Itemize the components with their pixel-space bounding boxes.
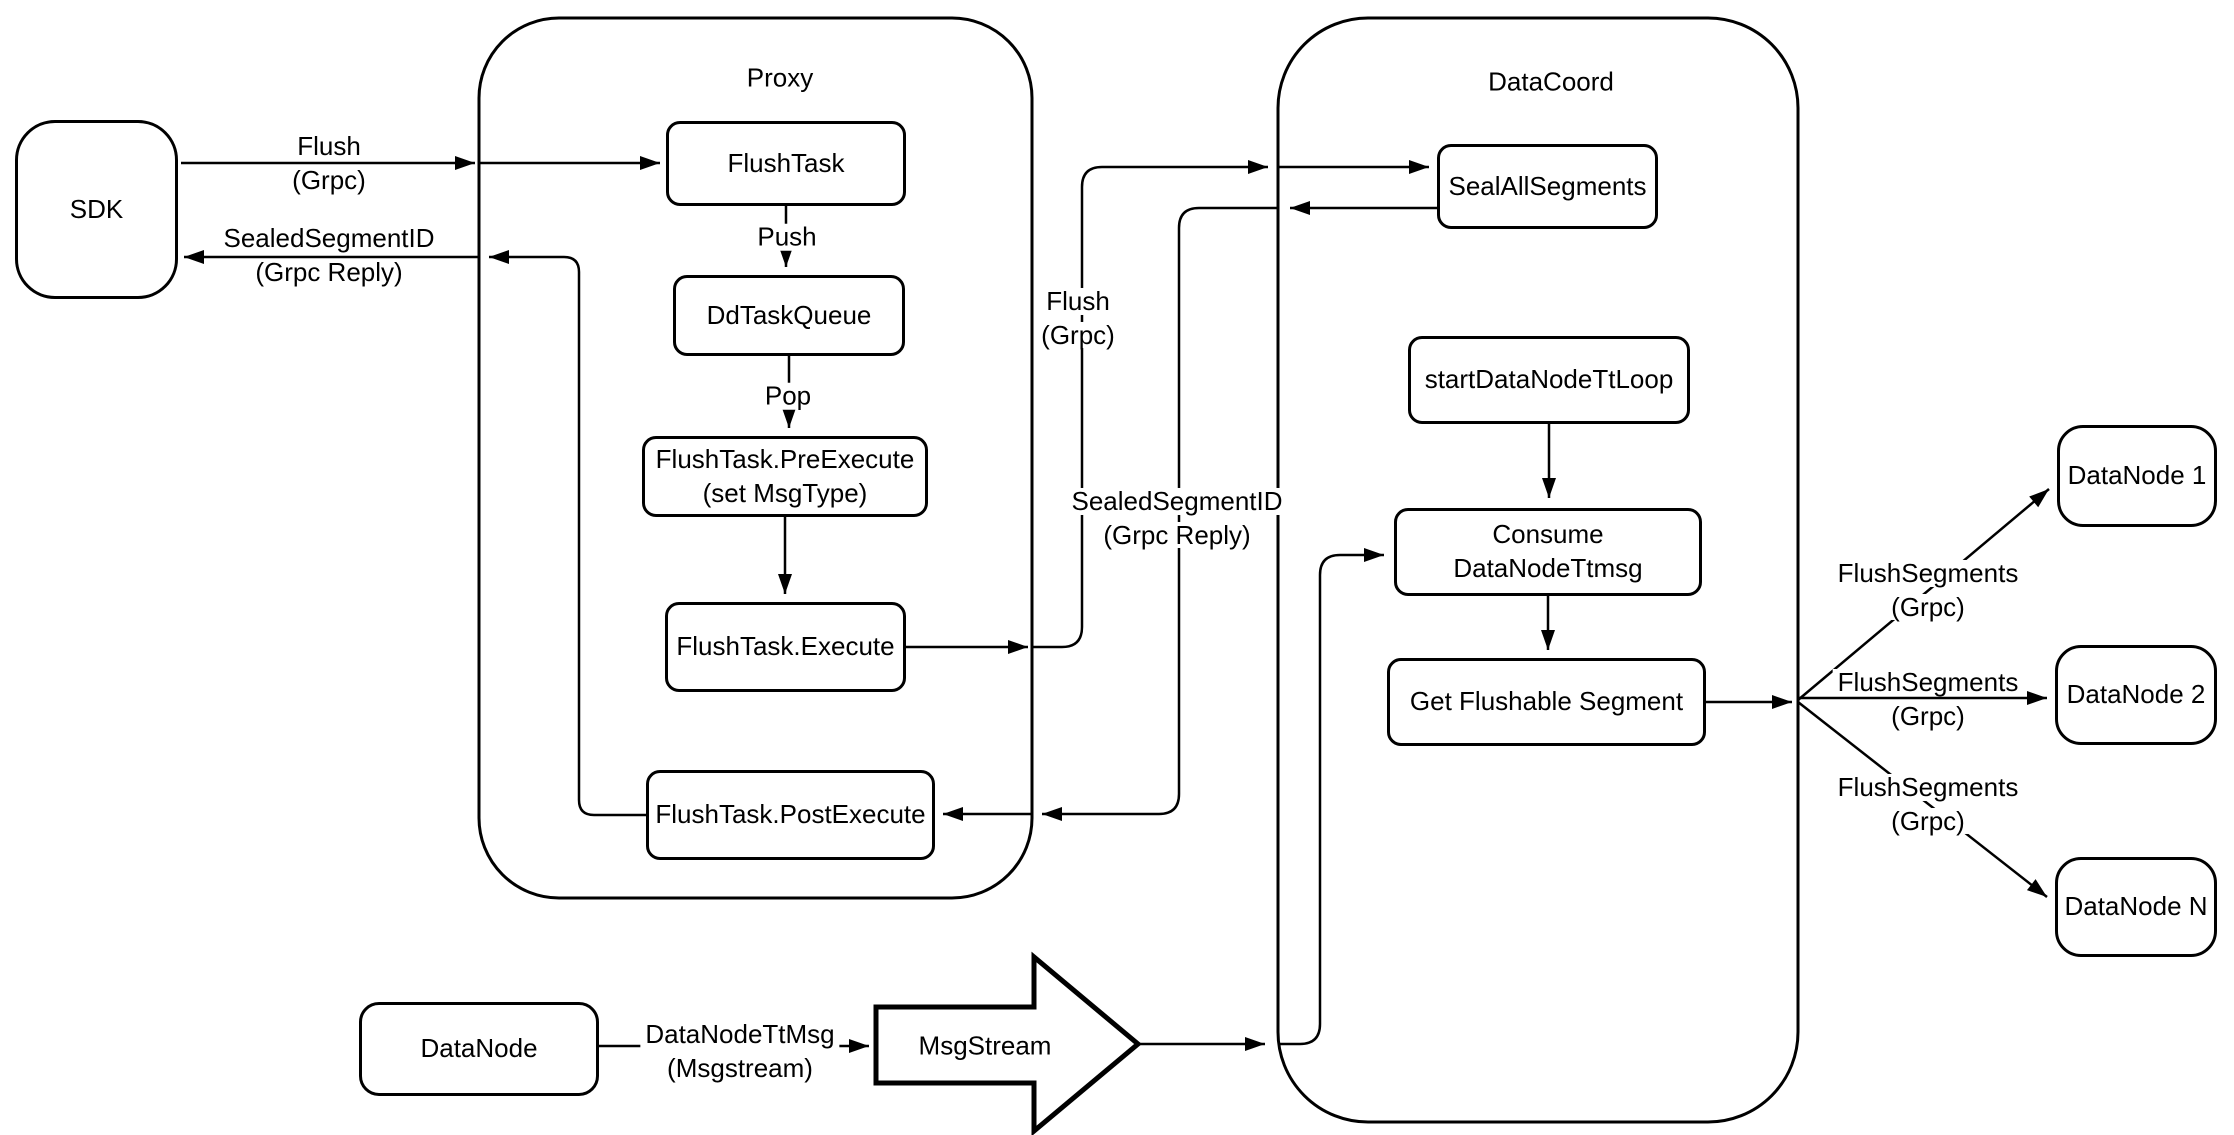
edge-label-flush-grpc: Flush (Grpc) bbox=[287, 133, 371, 194]
node-preexecute-label: FlushTask.PreExecute bbox=[655, 443, 915, 474]
edge-label-push: Push bbox=[752, 224, 822, 251]
edge-label-pop: Pop bbox=[759, 383, 817, 410]
msgstream-block-arrow bbox=[873, 951, 1142, 1135]
node-ddtaskqueue: DdTaskQueue bbox=[673, 275, 905, 356]
datacoord-title: DataCoord bbox=[1488, 66, 1614, 97]
node-preexecute-sublabel: (set MsgType) bbox=[702, 477, 868, 508]
node-flushtask: FlushTask bbox=[666, 121, 906, 206]
edge-flush-up-to-datacoordedge bbox=[1032, 160, 1268, 649]
node-execute: FlushTask.Execute bbox=[665, 602, 906, 692]
msgstream-label: MsgStream bbox=[918, 1030, 1052, 1061]
proxy-container bbox=[477, 16, 1034, 900]
node-postexecute: FlushTask.PostExecute bbox=[646, 770, 935, 860]
datacoord-container bbox=[1276, 16, 1800, 1124]
node-startdatanodettloop: startDataNodeTtLoop bbox=[1408, 336, 1690, 424]
node-datanode2: DataNode 2 bbox=[2055, 645, 2217, 745]
edge-label-flushsegments-2: FlushSegments (Grpc) bbox=[1832, 669, 2024, 730]
edge-label-datanodettmsg: DataNodeTtMsg (Msgstream) bbox=[640, 1021, 840, 1082]
node-datanode-source: DataNode bbox=[359, 1002, 599, 1096]
node-sealallsegments: SealAllSegments bbox=[1437, 144, 1658, 229]
node-datanode1: DataNode 1 bbox=[2057, 425, 2217, 527]
edge-label-flushsegments-3: FlushSegments (Grpc) bbox=[1832, 774, 2024, 835]
node-sdk: SDK bbox=[15, 120, 178, 299]
edge-up-to-consume bbox=[1278, 548, 1384, 1046]
node-consumedatanodettmsg: Consume DataNodeTtmsg bbox=[1394, 508, 1702, 596]
edge-postexecute-to-proxyedge bbox=[489, 250, 646, 817]
node-preexecute: FlushTask.PreExecute (set MsgType) bbox=[642, 436, 928, 517]
node-datanoden: DataNode N bbox=[2055, 857, 2217, 957]
proxy-title: Proxy bbox=[746, 62, 814, 93]
edge-label-flush-grpc-mid: Flush (Grpc) bbox=[1036, 288, 1120, 349]
edge-label-sealedsegmentid-reply: SealedSegmentID (Grpc Reply) bbox=[218, 225, 440, 286]
edge-label-sealedsegmentid-mid: SealedSegmentID (Grpc Reply) bbox=[1066, 488, 1288, 549]
edge-label-flushsegments-1: FlushSegments (Grpc) bbox=[1832, 560, 2024, 621]
node-getflushablesegment: Get Flushable Segment bbox=[1387, 658, 1706, 746]
